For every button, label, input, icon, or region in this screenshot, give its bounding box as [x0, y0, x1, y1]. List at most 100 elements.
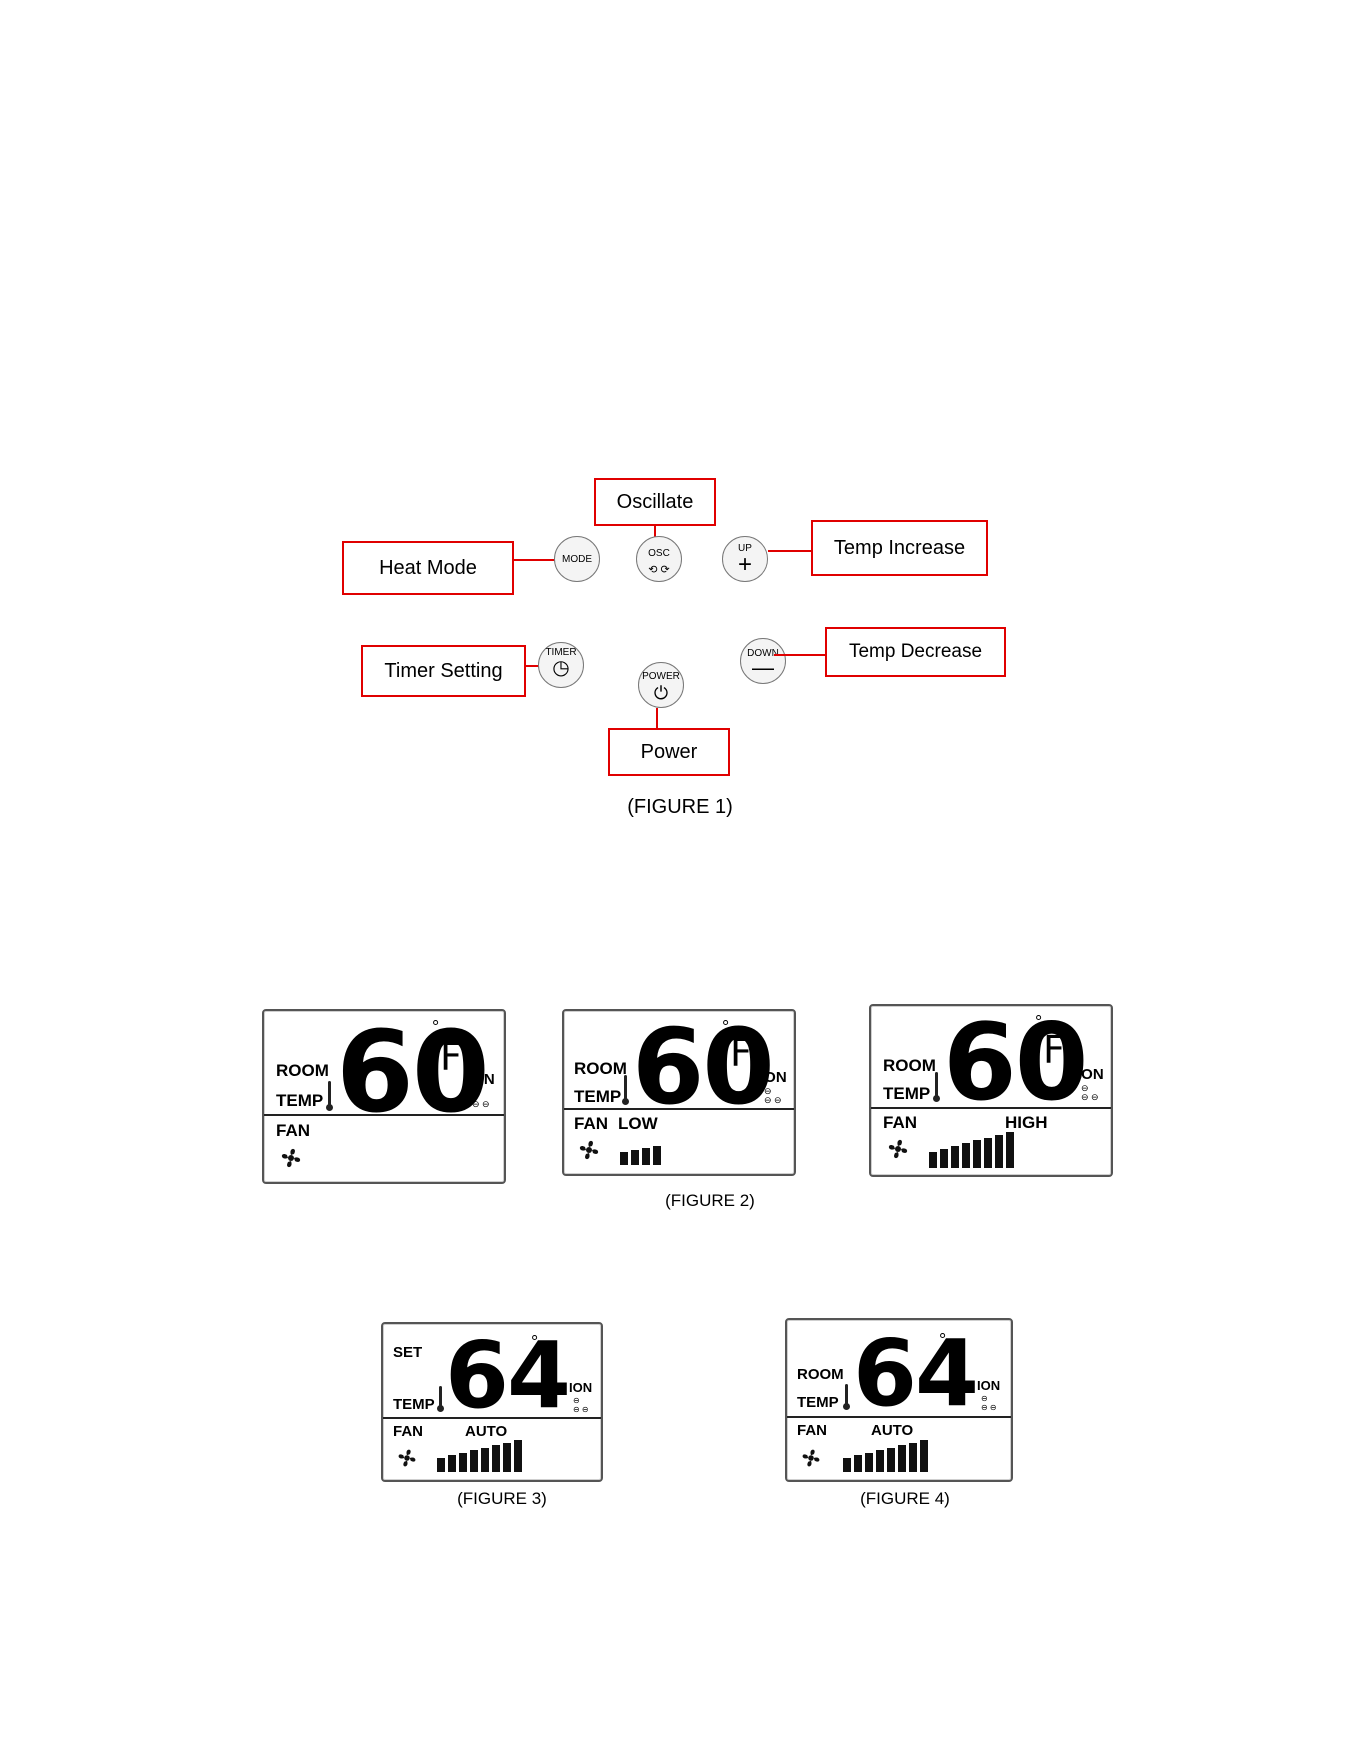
temperature-readout: 64: [853, 1320, 979, 1427]
fahrenheit-unit: F: [947, 1342, 966, 1380]
display-divider: [564, 1108, 794, 1110]
fan-speed-label: AUTO: [465, 1423, 508, 1440]
minus-icon: —: [752, 655, 774, 680]
fan-speed-bars: [929, 1132, 1014, 1168]
fan-label: FAN: [574, 1114, 608, 1133]
fan-speed-bar: [459, 1453, 467, 1472]
up-button-label: UP: [738, 543, 752, 554]
room-label: ROOM: [276, 1061, 329, 1080]
lcd-panel-room-temp-auto: ROOM TEMP 64 ° F ION ⊖⊖ ⊖ FAN AUTO: [785, 1318, 1013, 1482]
down-button[interactable]: DOWN —: [740, 638, 786, 684]
fan-speed-bars: [843, 1440, 928, 1472]
power-callout: Power: [608, 728, 730, 776]
fan-speed-bar: [898, 1445, 906, 1472]
temperature-readout: 64: [445, 1322, 571, 1429]
oscillate-leader: [654, 526, 656, 540]
fan-speed-bar: [962, 1143, 970, 1168]
temp-label: TEMP: [276, 1091, 324, 1110]
temperature-readout: 60: [943, 1001, 1089, 1124]
ion-particles-icon: ⊖⊖ ⊖: [573, 1396, 589, 1414]
room-label: ROOM: [574, 1059, 627, 1078]
temperature-readout: 60: [632, 1006, 775, 1128]
ion-particles-icon: ⊖⊖ ⊖: [472, 1090, 490, 1109]
thermometer-icon: [437, 1386, 444, 1412]
temp-increase-leader: [768, 550, 812, 552]
fahrenheit-unit: F: [440, 1035, 462, 1079]
power-leader: [656, 708, 658, 730]
temp-decrease-leader: [774, 654, 826, 656]
timer-button-label: TIMER: [545, 647, 577, 658]
mode-button-label: MODE: [562, 554, 592, 565]
figure-3-caption: (FIGURE 3): [457, 1489, 547, 1508]
fan-speed-bar: [642, 1148, 650, 1165]
fan-label: FAN: [797, 1422, 827, 1439]
fan-speed-bar: [492, 1445, 500, 1472]
heat-mode-callout: Heat Mode: [342, 541, 514, 595]
fan-speed-bar: [951, 1146, 959, 1168]
fan-speed-bar: [843, 1458, 851, 1472]
fan-speed-bar: [865, 1453, 873, 1472]
fan-speed-bar: [929, 1152, 937, 1168]
fan-speed-bars: [620, 1137, 661, 1165]
set-label: SET: [393, 1344, 423, 1361]
temp-label: TEMP: [393, 1396, 435, 1413]
fan-icon: [398, 1449, 416, 1467]
ion-label: ION: [1077, 1066, 1104, 1083]
osc-button-label: OSC: [648, 548, 670, 559]
fan-speed-bar: [631, 1150, 639, 1165]
fan-speed-bar: [984, 1138, 992, 1168]
temperature-readout: 60: [336, 1008, 490, 1138]
temp-decrease-callout: Temp Decrease: [825, 627, 1006, 677]
degree-symbol: °: [531, 1332, 539, 1352]
thermometer-icon: [843, 1384, 850, 1410]
fan-speed-bar: [854, 1455, 862, 1472]
lcd-panel-set-temp: SET TEMP 64 ° F ION ⊖⊖ ⊖ FAN AUTO: [381, 1322, 603, 1482]
thermometer-icon: [622, 1075, 629, 1105]
room-label: ROOM: [797, 1366, 844, 1383]
display-divider: [787, 1416, 1011, 1418]
fan-label: FAN: [883, 1113, 917, 1132]
ion-particles-icon: ⊖⊖ ⊖: [981, 1394, 997, 1412]
fan-speed-bar: [620, 1152, 628, 1165]
fan-speed-bar: [448, 1455, 456, 1472]
lcd-panel-low: ROOM TEMP 60 ° F ION ⊖⊖ ⊖ FAN LOW: [562, 1009, 796, 1176]
fan-speed-bar: [481, 1448, 489, 1472]
fan-speed-bar: [909, 1443, 917, 1472]
ion-label: ION: [760, 1069, 787, 1086]
fan-speed-bar: [876, 1450, 884, 1472]
temp-increase-callout: Temp Increase: [811, 520, 988, 576]
fan-speed-bars: [437, 1440, 522, 1472]
power-button[interactable]: POWER ⏻: [638, 662, 684, 708]
fan-speed-label: HIGH: [1005, 1113, 1048, 1132]
power-button-label: POWER: [642, 671, 680, 682]
oscillate-arrows-icon: ⟲ ⟳: [648, 564, 670, 576]
down-button-label: DOWN: [747, 648, 779, 659]
fan-speed-bar: [503, 1443, 511, 1472]
degree-symbol: °: [1035, 1012, 1043, 1032]
figure-1-caption: (FIGURE 1): [627, 796, 733, 818]
timer-button[interactable]: TIMER ◷: [538, 642, 584, 688]
degree-symbol: °: [722, 1017, 730, 1037]
fan-speed-bar: [653, 1146, 661, 1165]
ion-label: ION: [468, 1071, 495, 1088]
up-button[interactable]: UP +: [722, 536, 768, 582]
osc-button[interactable]: OSC ⟲ ⟳: [636, 536, 682, 582]
degree-symbol: °: [939, 1330, 947, 1350]
clock-icon: ◷: [552, 657, 570, 679]
display-divider: [383, 1417, 601, 1419]
display-divider: [264, 1114, 504, 1116]
thermometer-icon: [933, 1072, 940, 1102]
mode-button[interactable]: MODE: [554, 536, 600, 582]
ion-particles-icon: ⊖⊖ ⊖: [764, 1086, 782, 1105]
timer-setting-callout: Timer Setting: [361, 645, 526, 697]
plus-icon: +: [737, 551, 752, 578]
lcd-panel-off: ROOM TEMP 60 ° F ION ⊖⊖ ⊖ FAN: [262, 1009, 506, 1184]
fan-icon: [579, 1140, 599, 1160]
oscillate-callout: Oscillate: [594, 478, 716, 526]
temp-label: TEMP: [797, 1394, 839, 1411]
ion-particles-icon: ⊖⊖ ⊖: [1081, 1083, 1099, 1102]
fan-speed-bar: [920, 1440, 928, 1472]
figure-4-caption: (FIGURE 4): [860, 1489, 950, 1508]
fan-icon: [281, 1148, 301, 1168]
fan-speed-label: AUTO: [871, 1422, 914, 1439]
